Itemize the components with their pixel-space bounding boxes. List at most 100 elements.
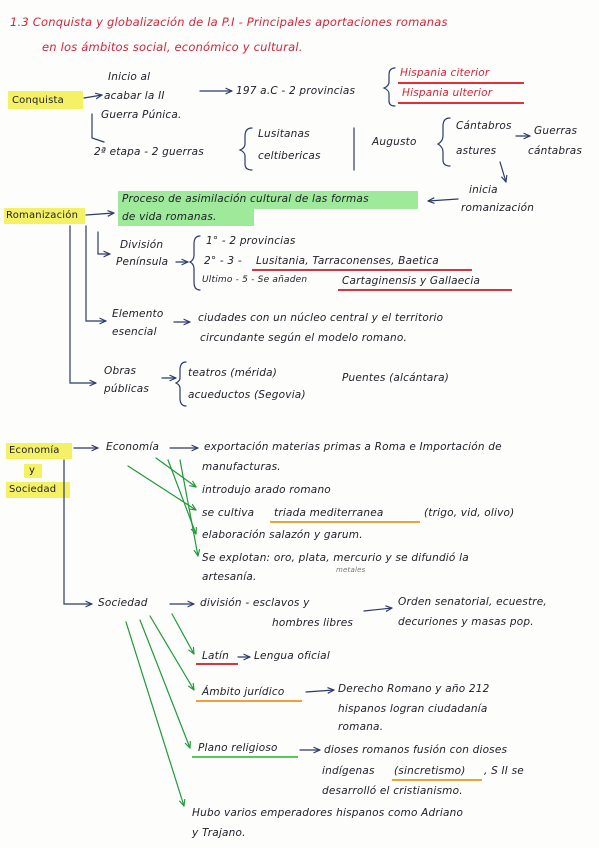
explotan-line-2: artesanía. <box>202 571 257 583</box>
green-arrow-arado <box>155 457 196 487</box>
y-label: y <box>29 465 36 476</box>
division-c-underline <box>338 289 512 291</box>
guerras-cantabras-2: cántabras <box>528 145 583 157</box>
inicia-1: inicia <box>469 184 498 196</box>
division-a: 1° - 2 provincias <box>206 235 296 247</box>
arrow-conquista-inicio <box>83 95 102 98</box>
division-label-1: División <box>120 239 164 251</box>
arrow-elemento <box>85 225 106 321</box>
brace-cantabros <box>436 117 451 167</box>
plano-text: Plano religioso <box>198 742 278 754</box>
triada-prefix: se cultiva <box>202 507 255 519</box>
inicia-2: romanización <box>461 202 535 214</box>
brace-guerras <box>238 127 253 171</box>
metales-note: metales <box>336 566 366 574</box>
green-arrow-explotan <box>179 459 198 556</box>
division-label-2: Península <box>116 256 169 268</box>
emperadores-line-1: Hubo varios emperadores hispanos como Ad… <box>192 807 464 819</box>
guerras-cantabras-1: Guerras <box>534 125 578 137</box>
elaboracion-text: elaboración salazón y garum. <box>202 529 363 541</box>
triada-text: triada mediterranea <box>274 507 384 519</box>
conquista-highlight <box>8 91 83 109</box>
dioses-line-2-suffix: , S II se <box>484 765 524 777</box>
division-c-prefix: Ultimo - 5 - Se añaden <box>202 275 308 285</box>
derecho-line-1: Derecho Romano y año 212 <box>338 683 490 695</box>
division-c: Cartaginensis y Gallaecia <box>342 275 481 287</box>
economia-highlight <box>6 443 72 459</box>
arrow-augusto-inicia <box>499 161 506 182</box>
proceso-line-2: de vida romanas. <box>122 211 217 223</box>
conquista-label: Conquista <box>12 95 64 106</box>
puentes-text: Puentes (alcántara) <box>342 372 449 384</box>
division-b-prefix: 2° - 3 - <box>204 255 242 267</box>
arrow-inicia-proceso <box>428 199 459 201</box>
citerior-underline <box>398 82 524 84</box>
sincretismo-underline <box>392 779 482 781</box>
division-soc-2: hombres libres <box>272 617 354 629</box>
augusto-text: Augusto <box>372 136 417 148</box>
arrow-down-etapa2 <box>91 113 105 143</box>
arado-text: introdujo arado romano <box>202 484 331 496</box>
sociedad-highlight <box>6 482 70 498</box>
inicio-line-3: Guerra Púnica. <box>101 109 182 121</box>
lusitanas-text: Lusitanas <box>258 128 310 140</box>
obras-label-1: Obras <box>104 365 137 377</box>
brace-provincias <box>382 67 396 107</box>
ambito-text: Ámbito jurídico <box>202 686 285 698</box>
division-b-underline <box>252 269 472 271</box>
hispania-citerior: Hispania citerior <box>400 67 490 79</box>
trunk-romanizacion <box>69 225 96 383</box>
triada-suffix: (trigo, vid, olivo) <box>424 507 515 519</box>
arrow-ambito-derecho <box>305 690 334 692</box>
elemento-label-2: esencial <box>112 326 157 338</box>
acueductos-text: acueductos (Segovia) <box>188 389 306 401</box>
brace-division <box>188 235 201 291</box>
elemento-label-1: Elemento <box>112 308 164 320</box>
ciudades-line-1: ciudades con un núcleo central y el terr… <box>198 312 444 324</box>
ambito-underline <box>196 700 302 702</box>
orden-line-2: decuriones y masas pop. <box>398 616 534 628</box>
inicio-line-2: acabar la II <box>104 90 165 102</box>
emperadores-line-2: y Trajano. <box>192 827 246 839</box>
plano-underline <box>192 756 298 758</box>
dioses-line-3: desarrolló el cristianismo. <box>322 785 463 797</box>
proceso-highlight-1 <box>118 191 418 209</box>
title-line-2: en los ámbitos social, económico y cultu… <box>42 40 303 54</box>
green-arrow-ambito <box>149 615 194 690</box>
division-soc-1: división - esclavos y <box>200 597 310 609</box>
hispania-ulterior: Hispania ulterior <box>402 87 493 99</box>
sociedad-text: Sociedad <box>98 597 148 609</box>
economia-text: Economía <box>106 441 160 453</box>
provincias-text: 197 a.C - 2 provincias <box>236 85 356 97</box>
sincretismo-text: (sincretismo) <box>394 765 466 777</box>
exportacion-line-2: manufacturas. <box>202 461 281 473</box>
lengua-text: Lengua oficial <box>254 650 330 662</box>
astures-text: astures <box>456 145 497 157</box>
economia-label: Economía <box>9 445 60 456</box>
arrow-division-orden <box>363 608 392 611</box>
ciudades-line-2: circundante según el modelo romano. <box>200 332 407 344</box>
division-b: Lusitania, Tarraconenses, Baetica <box>256 255 439 267</box>
brace-obras <box>174 361 187 407</box>
green-arrow-latin <box>171 613 194 654</box>
arrow-division <box>97 231 110 254</box>
proceso-line-1: Proceso de asimilación cultural de las f… <box>122 193 369 205</box>
obras-label-2: públicas <box>104 383 150 395</box>
proceso-highlight-2 <box>118 209 254 226</box>
green-arrow-emperadores <box>125 621 184 806</box>
explotan-line-1: Se explotan: oro, plata, mercurio y se d… <box>202 552 469 564</box>
teatros-text: teatros (mérida) <box>188 367 278 379</box>
latin-underline <box>196 663 238 665</box>
sociedad-label: Sociedad <box>9 484 57 495</box>
orden-line-1: Orden senatorial, ecuestre, <box>398 596 547 608</box>
trunk-sociedad <box>63 459 92 604</box>
derecho-line-2: hispanos logran ciudadanía <box>338 703 488 715</box>
ulterior-underline <box>398 102 524 104</box>
latin-text: Latín <box>202 650 229 662</box>
arrow-romanizacion-proceso <box>85 213 114 215</box>
green-arrow-plano <box>139 619 190 748</box>
dioses-line-2-prefix: indígenas <box>322 765 375 777</box>
cantabros-text: Cántabros <box>456 120 512 132</box>
